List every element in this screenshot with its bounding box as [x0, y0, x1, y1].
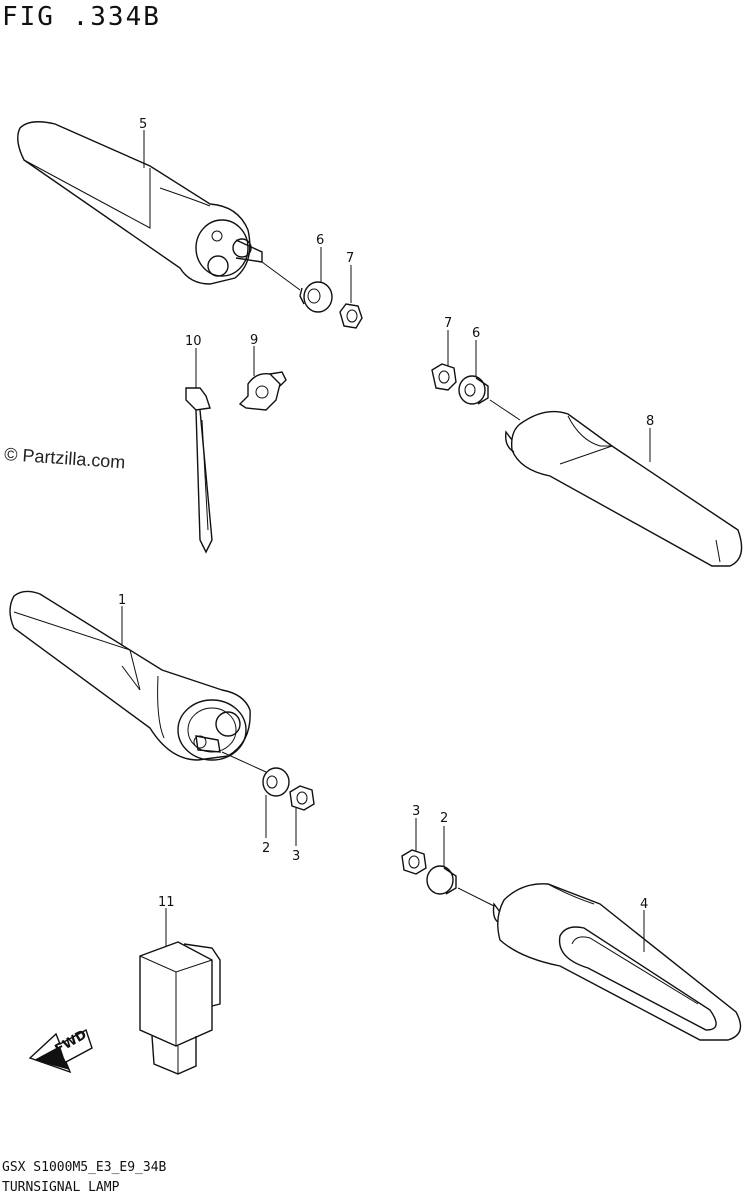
part-11-relay[interactable]	[139, 941, 221, 1075]
part-1-turn-signal[interactable]	[9, 590, 251, 761]
part-6-washer-upper[interactable]	[299, 281, 333, 313]
part-10-cable-tie[interactable]	[185, 387, 213, 554]
callout-2-right: 2	[440, 811, 448, 826]
callout-9: 9	[250, 333, 258, 348]
fwd-arrow-icon: FWD	[28, 1027, 93, 1074]
part-2-washer-left[interactable]	[262, 767, 290, 797]
callout-5: 5	[139, 117, 147, 132]
part-6-washer-right[interactable]	[458, 375, 489, 405]
part-7-nut-right[interactable]	[431, 363, 457, 391]
callout-6-upper: 6	[316, 233, 324, 248]
part-7-nut-upper[interactable]	[339, 303, 363, 329]
callout-3-left: 3	[292, 849, 300, 864]
callout-10: 10	[185, 334, 202, 349]
callout-3-right: 3	[412, 804, 420, 819]
callout-2-left: 2	[262, 841, 270, 856]
callout-11: 11	[158, 895, 175, 910]
part-8-turn-signal-right[interactable]	[504, 410, 743, 567]
part-2-washer-right[interactable]	[426, 865, 457, 895]
part-5-turn-signal[interactable]	[17, 121, 263, 285]
part-4-turn-signal-lower-right[interactable]	[492, 883, 742, 1041]
callout-6-right: 6	[472, 326, 480, 341]
part-3-nut-right[interactable]	[401, 849, 427, 875]
part-9-clamp[interactable]	[238, 371, 287, 411]
callout-7-upper: 7	[346, 251, 354, 266]
footer-code: GSX S1000M5_E3_E9_34B	[2, 1160, 167, 1175]
part-3-nut-left[interactable]	[289, 785, 315, 811]
figure-title: FIG .334B	[2, 2, 161, 32]
callout-1: 1	[118, 593, 126, 608]
callout-8: 8	[646, 414, 654, 429]
footer-caption: TURNSIGNAL LAMP	[2, 1180, 120, 1195]
callout-4: 4	[640, 897, 648, 912]
callout-7-right: 7	[444, 316, 452, 331]
